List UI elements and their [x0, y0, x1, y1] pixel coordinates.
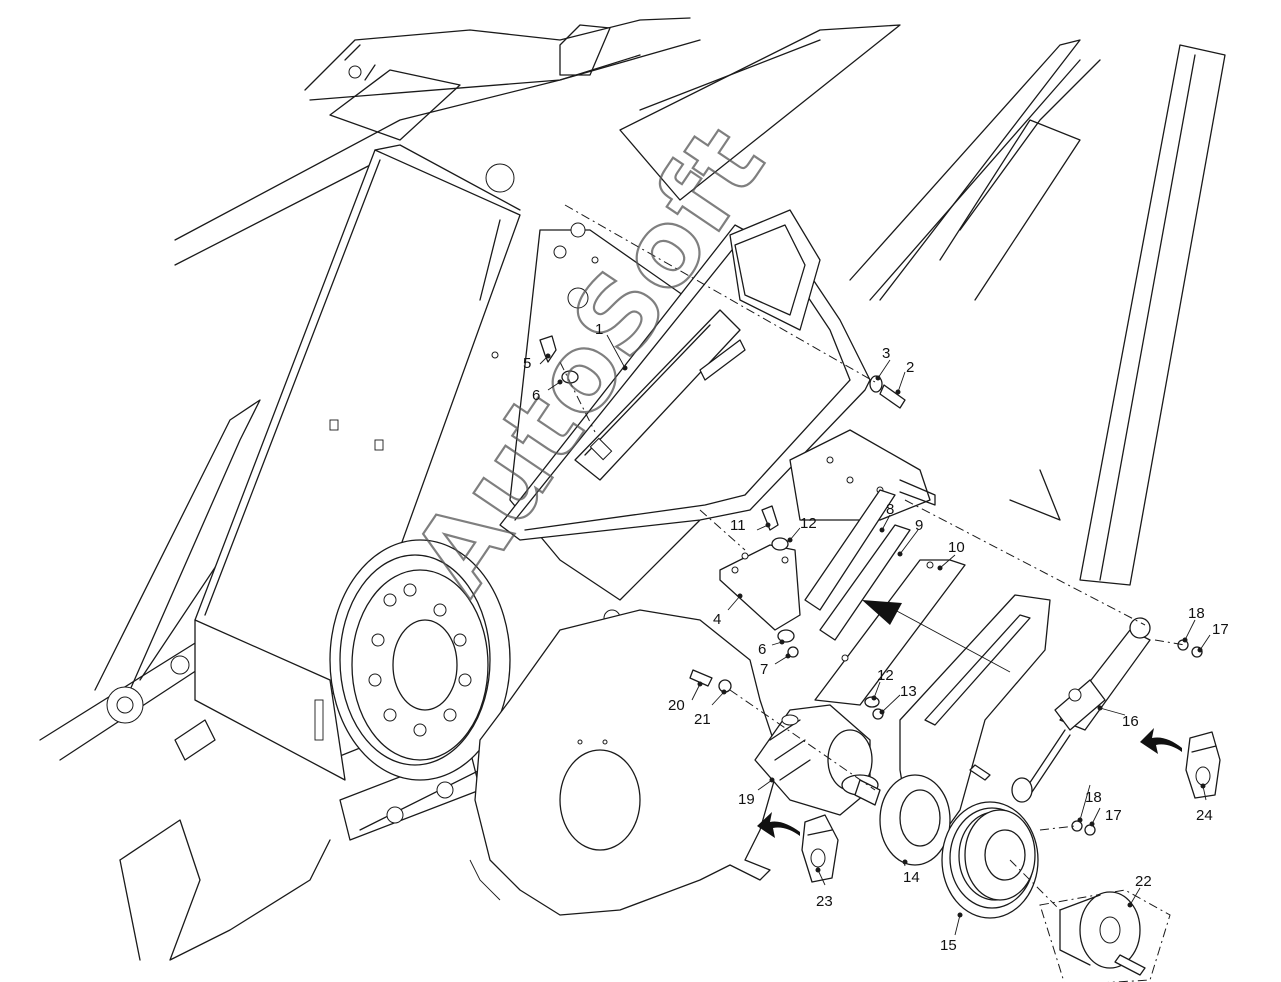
hand-holding-grease-gun-icon: [1185, 731, 1221, 799]
elevator-housing: [194, 144, 521, 781]
callout-5: 5: [523, 355, 531, 372]
callout-23: 23: [816, 893, 833, 910]
callout-8: 8: [886, 501, 894, 518]
callout-15: 15: [940, 937, 957, 954]
callout-17b: 17: [1105, 807, 1122, 824]
callout-1: 1: [595, 321, 603, 338]
fasteners: [539, 335, 1203, 836]
part-19-motor: [754, 704, 881, 816]
assembly-dash-lines: [559, 204, 1186, 911]
part-1-frame: [499, 209, 871, 541]
callout-24: 24: [1196, 807, 1213, 824]
curved-arrow-icon: [1140, 728, 1182, 754]
callout-16: 16: [1122, 713, 1139, 730]
callout-12: 12: [800, 515, 817, 532]
callout-3: 3: [882, 345, 890, 362]
callout-7: 7: [760, 661, 768, 678]
callout-6b: 6: [758, 641, 766, 658]
lower-drive-plate: [469, 609, 781, 916]
callout-22: 22: [1135, 873, 1152, 890]
tension-plate: [789, 429, 936, 521]
curved-arrow-icon: [757, 812, 800, 838]
callout-21: 21: [694, 711, 711, 728]
drive-wheel: [329, 539, 511, 781]
part-4-bracket: [719, 544, 801, 631]
callout-20: 20: [668, 697, 685, 714]
callout-9: 9: [915, 517, 923, 534]
callout-18: 18: [1188, 605, 1205, 622]
callout-6: 6: [532, 387, 540, 404]
callout-leaders: [539, 334, 1211, 936]
callout-14: 14: [903, 869, 920, 886]
part-16-cylinder: [1011, 617, 1151, 803]
callout-10: 10: [948, 539, 965, 556]
part-14-link: [879, 594, 1051, 866]
callout-11: 11: [730, 517, 746, 534]
callout-17: 17: [1212, 621, 1229, 638]
callout-13: 13: [900, 683, 917, 700]
callout-2: 2: [906, 359, 914, 376]
part-22-hub: [1039, 889, 1171, 982]
callout-4: 4: [713, 611, 721, 628]
callout-18b: 18: [1085, 789, 1102, 806]
callout-19: 19: [738, 791, 755, 808]
hand-holding-grease-gun-icon: [801, 814, 839, 883]
callout-12b: 12: [877, 667, 894, 684]
parts-8-9-10-strips: [804, 489, 966, 706]
callout-labels: 1 2 3 4 5 6 6 7 8 9 10 11 12 12 13 14 15…: [523, 321, 1229, 954]
direction-arrow-icon: [862, 600, 1011, 673]
part-15-pulley: [941, 801, 1039, 919]
